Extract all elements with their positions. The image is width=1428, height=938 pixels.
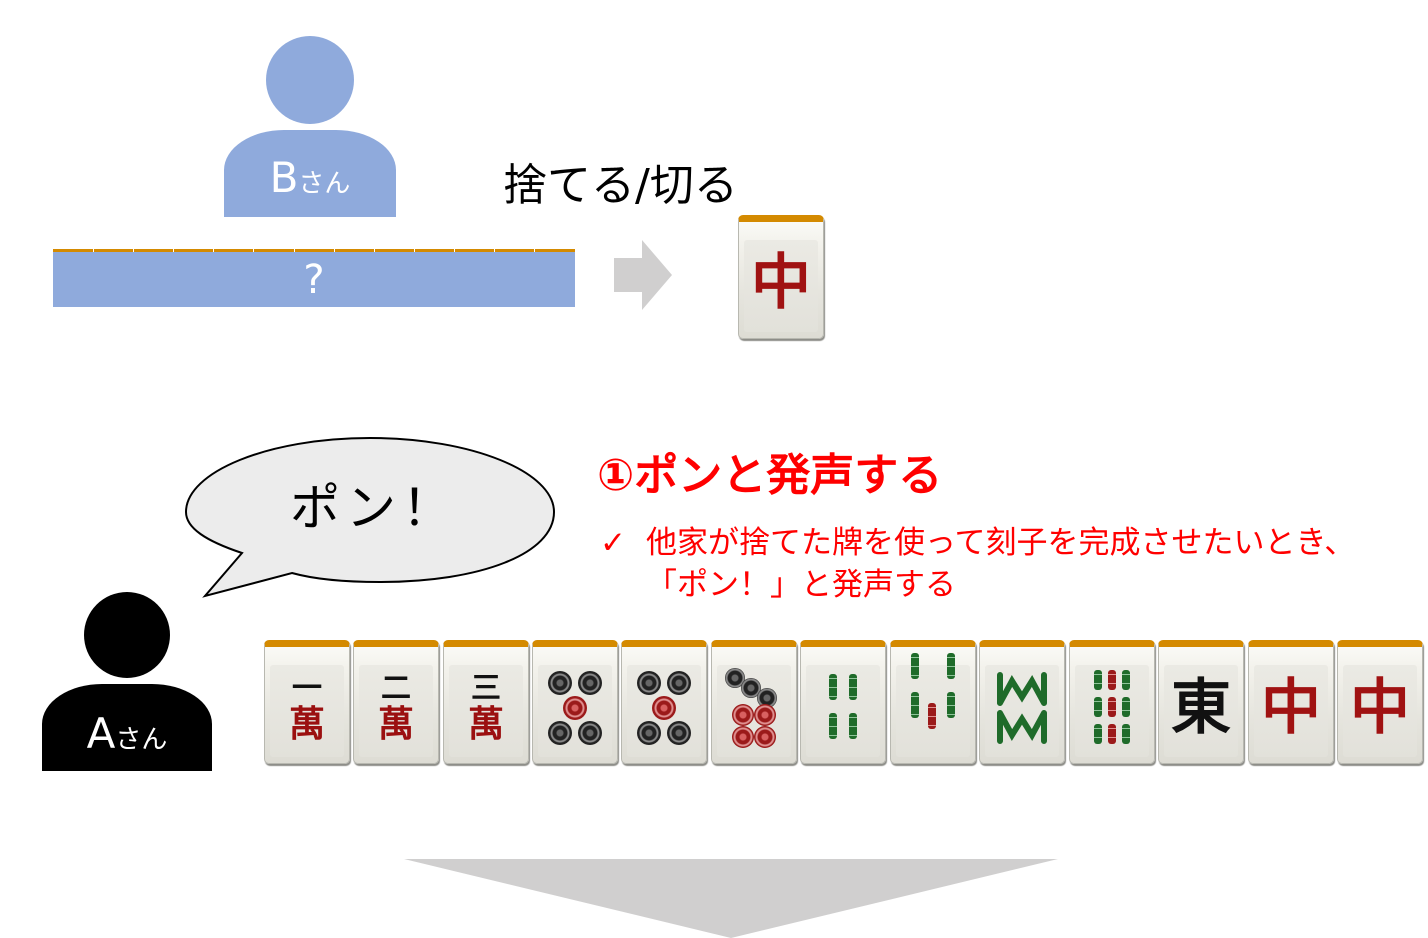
player-b-suffix: さん (298, 169, 351, 199)
hand-tile-7p (711, 640, 797, 764)
hand-tile-east: 東 (1158, 640, 1244, 764)
player-b-letter: B (269, 153, 299, 202)
player-a-label: Aさん (42, 706, 212, 768)
player-b-avatar-body (224, 130, 396, 217)
step-title: ①ポンと発声する (597, 450, 943, 501)
player-a-letter: A (86, 709, 116, 758)
player-b-label: Bさん (224, 150, 396, 212)
hand-tile-chun: 中 (1337, 640, 1423, 764)
player-b-hidden-hand: ? (53, 249, 575, 307)
player-a-suffix: さん (115, 725, 168, 755)
hand-tile-2m: 二萬 (353, 640, 439, 764)
hand-tile-4s (800, 640, 886, 764)
player-a-avatar-head (84, 592, 170, 678)
speech-bubble (184, 436, 556, 598)
player-a-avatar-body (42, 684, 212, 771)
hand-tile-5s (890, 640, 976, 764)
hand-tile-9s (1069, 640, 1155, 764)
check-icon: ✓ (600, 525, 626, 561)
speech-text: ポン！ (290, 479, 458, 537)
description-line-1: 他家が捨てた牌を使って刻子を完成させたいとき、 (646, 525, 1356, 561)
step-description: ✓ 他家が捨てた牌を使って刻子を完成させたいとき、 「ポン！」と発声する (600, 522, 1355, 606)
hand-tile-5p (621, 640, 707, 764)
hand-tile-1m: 一萬 (264, 640, 350, 764)
arrow-down-icon (404, 859, 1058, 938)
tile-glyph: 中 (751, 248, 811, 318)
arrow-right-icon (614, 240, 672, 310)
hand-tile-8s (979, 640, 1065, 764)
hand-tile-5p (532, 640, 618, 764)
hand-tile-3m: 三萬 (443, 640, 529, 764)
player-b-avatar-head (266, 36, 354, 124)
hand-tile-chun: 中 (1248, 640, 1334, 764)
description-line-2: 「ポン！」と発声する (646, 567, 956, 603)
unknown-hand-mark: ? (303, 257, 325, 303)
discarded-tile-chun: 中 (738, 215, 824, 339)
discard-label: 捨てる/切る (503, 160, 738, 211)
